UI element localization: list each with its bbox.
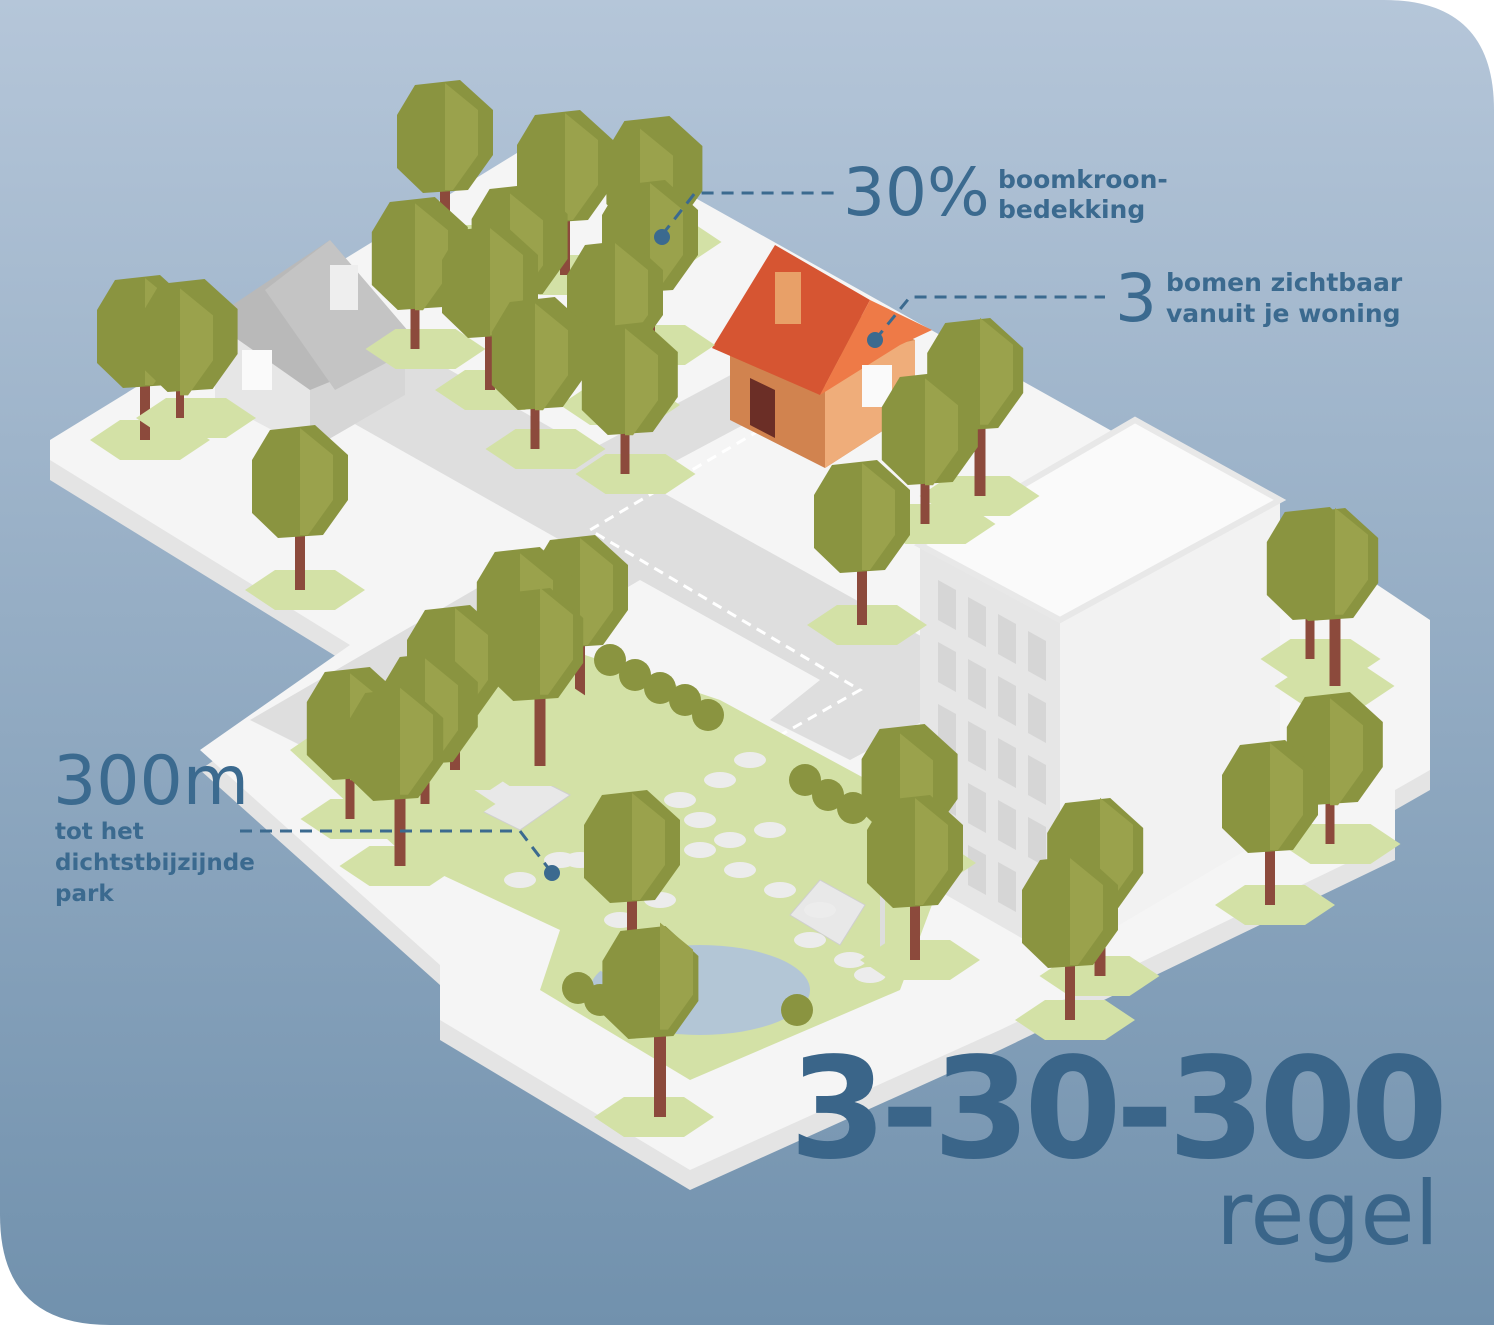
park-label-1: tot het (55, 819, 144, 845)
tree (1015, 855, 1135, 1040)
stone (684, 812, 716, 828)
window (938, 642, 956, 692)
hedge-shrub (644, 672, 676, 704)
hedge-shrub (669, 684, 701, 716)
callout-dots (544, 229, 883, 881)
tree (575, 322, 696, 494)
rule-title: 3-30-300 (789, 1028, 1448, 1191)
window (938, 580, 956, 630)
tree (479, 587, 600, 786)
tree (1215, 740, 1335, 925)
stone (804, 902, 836, 918)
stone (684, 842, 716, 858)
tree (594, 922, 714, 1137)
window (968, 845, 986, 895)
hedge-shrub (692, 699, 724, 731)
stone (834, 952, 866, 968)
window (1028, 693, 1046, 743)
canopy-label-2: bedekking (998, 195, 1146, 224)
hedge-shrub (594, 644, 626, 676)
stone (764, 882, 796, 898)
canopy-label-1: boomkroon- (998, 165, 1168, 194)
window (1028, 631, 1046, 681)
park-value: 300m (53, 742, 250, 821)
window (998, 862, 1016, 912)
stone (714, 832, 746, 848)
window (998, 800, 1016, 850)
tree (245, 425, 365, 610)
window (968, 721, 986, 771)
window (968, 783, 986, 833)
stone (664, 792, 696, 808)
callout-lines (240, 191, 1105, 874)
tree (807, 460, 927, 645)
rule-subtitle: regel (1216, 1162, 1439, 1265)
hedge-shrub (789, 764, 821, 796)
stone (504, 872, 536, 888)
hedge-shrub (584, 984, 616, 1016)
tree (339, 687, 460, 886)
tree (485, 297, 606, 469)
window (1028, 755, 1046, 805)
window (968, 597, 986, 647)
trees-value: 3 (1115, 260, 1157, 337)
trees (90, 80, 1401, 1137)
lamp-post (880, 860, 885, 960)
trees-label-2: vanuit je woning (1166, 299, 1401, 328)
park-label-3: park (55, 881, 114, 907)
window (998, 738, 1016, 788)
window (1028, 817, 1046, 867)
tree (136, 279, 256, 438)
trees-label-1: bomen zichtbaar (1166, 268, 1403, 297)
orange-house (712, 245, 932, 468)
window (998, 676, 1016, 726)
tree (1274, 507, 1395, 706)
stone (724, 862, 756, 878)
stone (734, 752, 766, 768)
stone (794, 932, 826, 948)
hedge-shrub (837, 792, 869, 824)
hedge-shrub (619, 659, 651, 691)
stone (704, 772, 736, 788)
window (998, 614, 1016, 664)
canopy-value: 30% (843, 154, 990, 231)
park-label-2: dichtstbijzijnde (55, 850, 255, 876)
stone (754, 822, 786, 838)
window (968, 659, 986, 709)
tree (860, 795, 980, 980)
hedge-shrub (781, 994, 813, 1026)
hedge-shrub (812, 779, 844, 811)
